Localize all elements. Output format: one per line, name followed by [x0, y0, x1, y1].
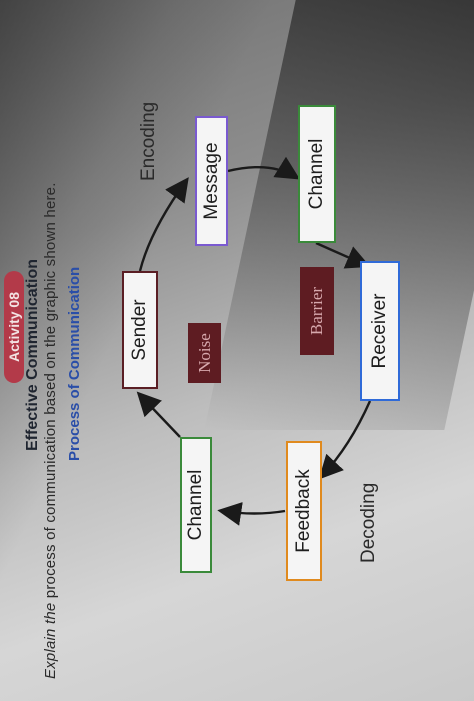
noise-box: Noise — [188, 323, 221, 383]
arrow-channel-to-receiver — [315, 241, 371, 269]
node-receiver-label: Receiver — [369, 293, 390, 369]
node-feedback: Feedback — [286, 441, 322, 581]
node-channel-top-label: Channel — [306, 138, 327, 210]
node-channel-bottom-label: Channel — [185, 469, 206, 541]
node-message-label: Message — [200, 142, 222, 220]
label-encoding: Encoding — [138, 101, 159, 181]
node-feedback-label: Feedback — [293, 469, 314, 553]
arrow-receiver-to-feedback — [318, 400, 372, 480]
arrow-sender-to-message — [138, 177, 189, 272]
arrow-message-to-channel — [227, 156, 301, 180]
node-channel-bottom: Channel — [180, 437, 212, 573]
arrow-feedback-to-channel — [217, 502, 286, 526]
node-sender: Sender — [122, 271, 158, 389]
node-receiver: Receiver — [360, 261, 400, 401]
node-channel-top: Channel — [298, 105, 336, 243]
barrier-box: Barrier — [300, 267, 334, 355]
node-message: Message — [195, 116, 228, 246]
node-sender-label: Sender — [129, 299, 150, 361]
arrow-channel-to-sender — [136, 391, 181, 438]
label-decoding: Decoding — [358, 482, 379, 563]
